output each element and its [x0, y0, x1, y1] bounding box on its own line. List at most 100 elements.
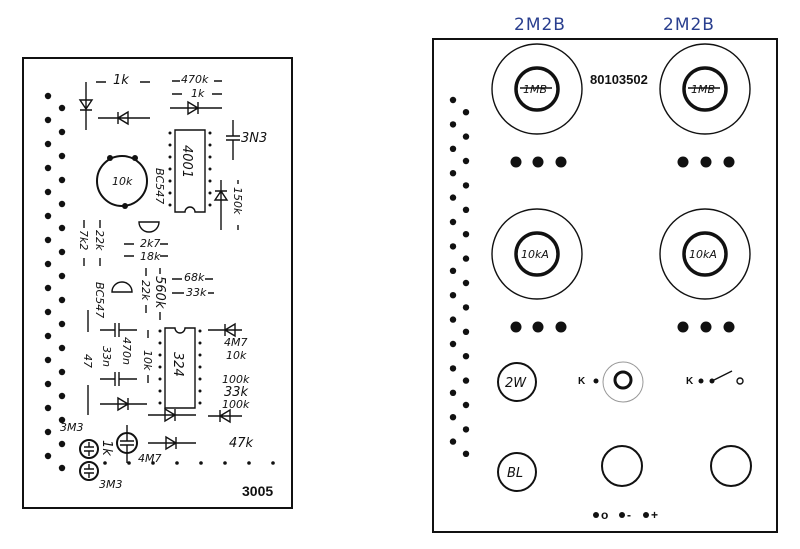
pad [208, 203, 212, 207]
pad [555, 321, 567, 333]
pad [44, 452, 52, 460]
label-c-4m7: 4M7 [138, 452, 162, 465]
pad [44, 212, 52, 220]
label-r-33k-b: 33k [224, 385, 249, 400]
pad [44, 188, 52, 196]
pad [462, 182, 470, 189]
edge-connector-pads-right [449, 96, 470, 457]
jack-bl: BL [497, 452, 537, 492]
pad [168, 167, 172, 171]
svg-text:4001: 4001 [179, 145, 194, 178]
pot-top-left: 1MB [491, 43, 583, 135]
pad [151, 461, 155, 465]
pad [462, 304, 470, 311]
pad [158, 377, 162, 381]
label-c-3n3: 3N3 [241, 131, 267, 146]
ic-324: 324 [164, 327, 196, 409]
pad [208, 179, 212, 183]
pad [58, 296, 66, 304]
pad [198, 365, 202, 369]
label-r-560k: 560k [152, 276, 167, 309]
pad [198, 353, 202, 357]
pad [677, 321, 689, 333]
pad [700, 156, 712, 168]
label-r-10k: 10k [226, 349, 247, 362]
pad [198, 401, 202, 405]
pad [462, 133, 470, 140]
pad [462, 231, 470, 238]
jack-2w: 2W [497, 362, 537, 402]
pad [58, 344, 66, 352]
pad [58, 272, 66, 280]
pad [449, 96, 457, 104]
pad [58, 416, 66, 424]
label-r-33k-a: 33k [186, 286, 207, 299]
pad [44, 428, 52, 436]
pad [199, 461, 203, 465]
pad [462, 157, 470, 165]
pad [58, 224, 66, 232]
right-board-outline [432, 38, 778, 533]
pad [449, 121, 457, 128]
pad [449, 292, 457, 299]
pad [555, 156, 567, 168]
top-label-left: 2M2B [514, 15, 566, 35]
pad [510, 321, 522, 333]
pad [168, 143, 172, 147]
pad [58, 128, 66, 136]
pad [44, 260, 52, 268]
pad [158, 329, 162, 333]
pad [158, 401, 162, 405]
svg-text:o: o [601, 508, 608, 522]
pad [44, 236, 52, 244]
power-pads: o - + [593, 508, 658, 522]
pad [449, 365, 457, 372]
label-c-3m3-a: 3M3 [60, 421, 84, 434]
pad [449, 243, 457, 250]
svg-text:2W: 2W [505, 376, 527, 391]
label-r-1k-v: 1k [99, 440, 114, 456]
pad [44, 332, 52, 340]
pad [462, 450, 470, 457]
pad [462, 206, 470, 213]
pad [208, 167, 212, 171]
jack-socket-right [710, 445, 752, 487]
svg-text:+: + [651, 508, 658, 522]
board-number: 3005 [242, 483, 273, 499]
pad [44, 404, 52, 412]
pad [158, 353, 162, 357]
pad [168, 179, 172, 183]
pad [127, 461, 131, 465]
pad [44, 116, 52, 124]
pad [532, 156, 544, 168]
pad [462, 328, 470, 335]
pad [168, 131, 172, 135]
pad [58, 152, 66, 160]
left-board: 1k 470k 1k 4001 3N3 10k BC547 150k 7k2 2… [22, 57, 293, 509]
pad [208, 191, 212, 195]
pad [58, 176, 66, 184]
pad [58, 104, 66, 112]
label-r-47: 47 [81, 354, 94, 368]
label-r-4m7: 4M7 [224, 336, 248, 349]
label-r-18k: 18k [140, 250, 161, 263]
pad [723, 321, 735, 333]
label-r-1k-top: 1k [113, 73, 129, 88]
pad [58, 200, 66, 208]
label-transistor-1: BC547 [153, 168, 166, 204]
label-r-22k-a: 22k [93, 230, 106, 251]
pad [208, 143, 212, 147]
pad [44, 308, 52, 316]
label-c-3m3-b: 3M3 [99, 478, 123, 491]
pad [158, 341, 162, 345]
label-r-470k: 470k [181, 73, 209, 86]
label-c-470n: 470n [120, 337, 133, 365]
pad [168, 191, 172, 195]
edge-connector-pads-left [44, 92, 66, 472]
pot-mid-left: 10kA [491, 208, 583, 300]
label-k-right: K [686, 376, 694, 387]
pad [462, 426, 470, 433]
diode-symbol [78, 82, 222, 130]
pad [58, 440, 66, 448]
pad [175, 461, 179, 465]
